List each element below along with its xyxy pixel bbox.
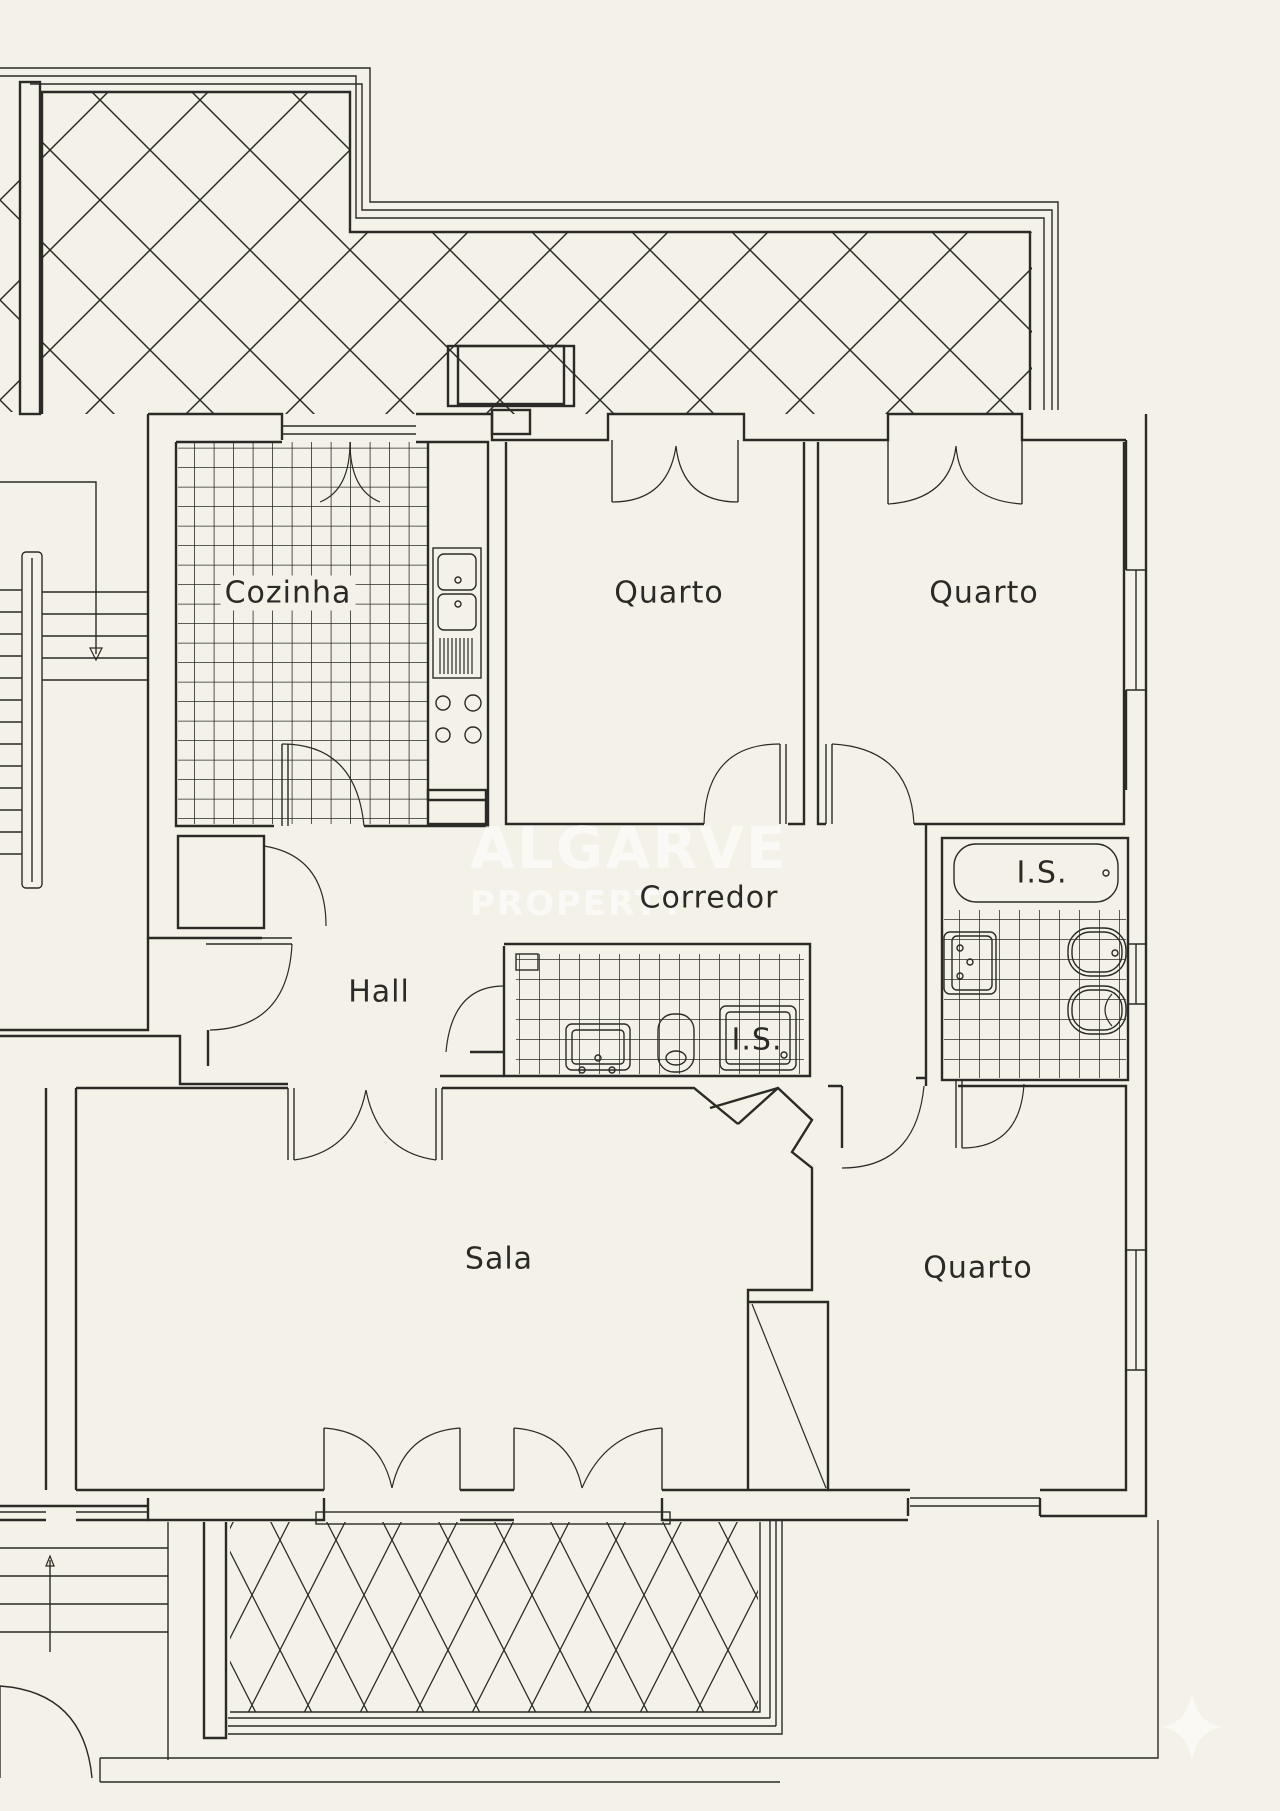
hall-corridor-walls	[0, 824, 928, 1086]
room-label-is-main: I.S.	[1016, 855, 1068, 891]
bathroom-main	[940, 836, 1146, 1149]
bedroom-1	[504, 440, 806, 826]
room-label-quarto-1: Quarto	[614, 575, 724, 611]
kitchen	[174, 425, 490, 828]
room-label-corredor: Corredor	[639, 880, 779, 916]
room-label-cozinha: Cozinha	[220, 575, 356, 611]
top-terrace	[0, 67, 1059, 416]
utility-block-top	[446, 344, 576, 436]
sparkle-icon	[1162, 1692, 1222, 1762]
bottom-terrace	[202, 1511, 783, 1740]
living-room	[0, 1086, 908, 1522]
room-label-is-small: I.S.	[731, 1022, 783, 1058]
room-label-quarto-2: Quarto	[929, 575, 1039, 611]
room-label-sala: Sala	[464, 1241, 534, 1277]
stairwell	[0, 481, 1159, 1783]
bathroom-small	[440, 942, 812, 1078]
room-label-quarto-3: Quarto	[923, 1250, 1033, 1286]
bedroom-3	[828, 1084, 1146, 1516]
bedroom-2	[816, 440, 1126, 826]
room-label-hall: Hall	[348, 974, 410, 1010]
